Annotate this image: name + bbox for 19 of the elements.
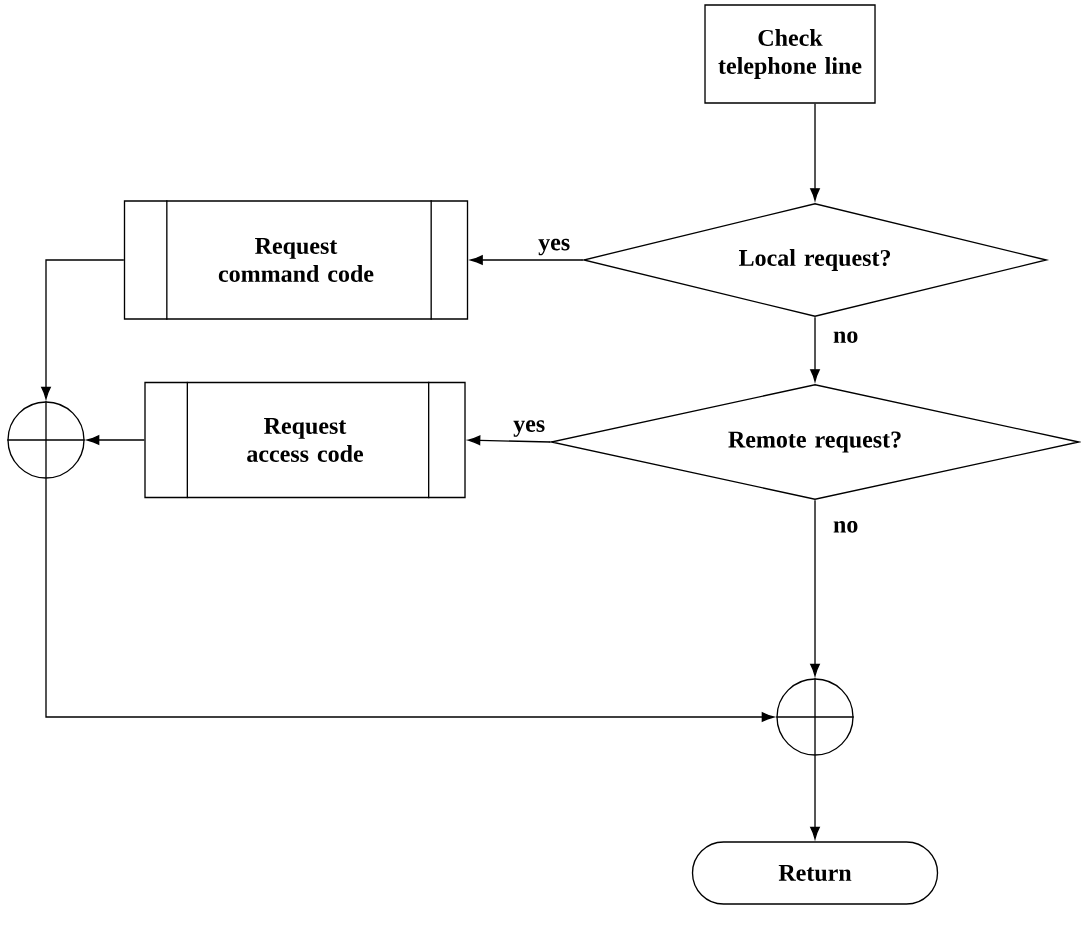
- junction-circle: [775, 677, 855, 757]
- subroutine-box: Request command code: [123, 199, 469, 321]
- arrow: [810, 755, 820, 840]
- edge-label: yes: [511, 419, 547, 439]
- arrow: [45, 478, 775, 722]
- edge-label: no: [831, 330, 860, 345]
- terminal-box: Return: [691, 841, 939, 905]
- arrow: [86, 435, 145, 445]
- edge-label: yes: [536, 237, 572, 257]
- edge-label: no: [831, 519, 860, 534]
- arrow: [810, 499, 820, 677]
- junction-circle: [6, 400, 86, 480]
- subroutine-box: Request access code: [144, 381, 466, 499]
- arrow: [467, 435, 551, 446]
- process-box: Check telephone line: [704, 4, 876, 104]
- arrow: [470, 255, 584, 265]
- arrow: [810, 316, 820, 382]
- arrow: [41, 259, 125, 400]
- arrow: [810, 103, 820, 201]
